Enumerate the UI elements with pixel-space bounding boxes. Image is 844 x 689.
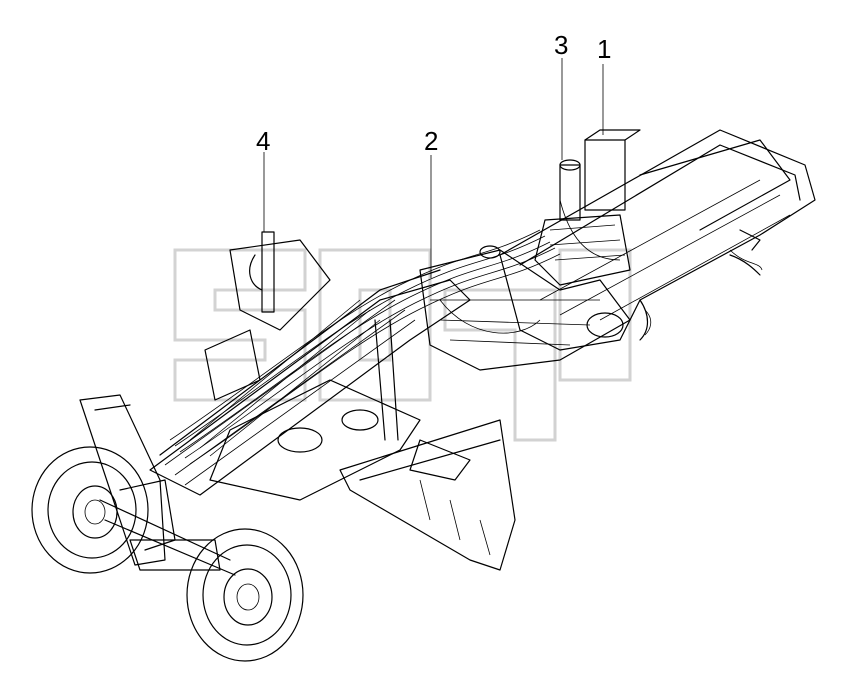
watermark-logo xyxy=(173,248,632,442)
grader-frame xyxy=(79,129,816,576)
front-right-wheel xyxy=(186,528,304,662)
front-left-wheel xyxy=(31,446,149,574)
callout-2: 2 xyxy=(424,126,438,156)
callout-leaders xyxy=(263,58,604,278)
callout-1: 1 xyxy=(597,34,611,64)
hydraulic-lines xyxy=(169,199,763,465)
callout-4: 4 xyxy=(256,126,270,156)
callout-3: 3 xyxy=(554,30,568,60)
